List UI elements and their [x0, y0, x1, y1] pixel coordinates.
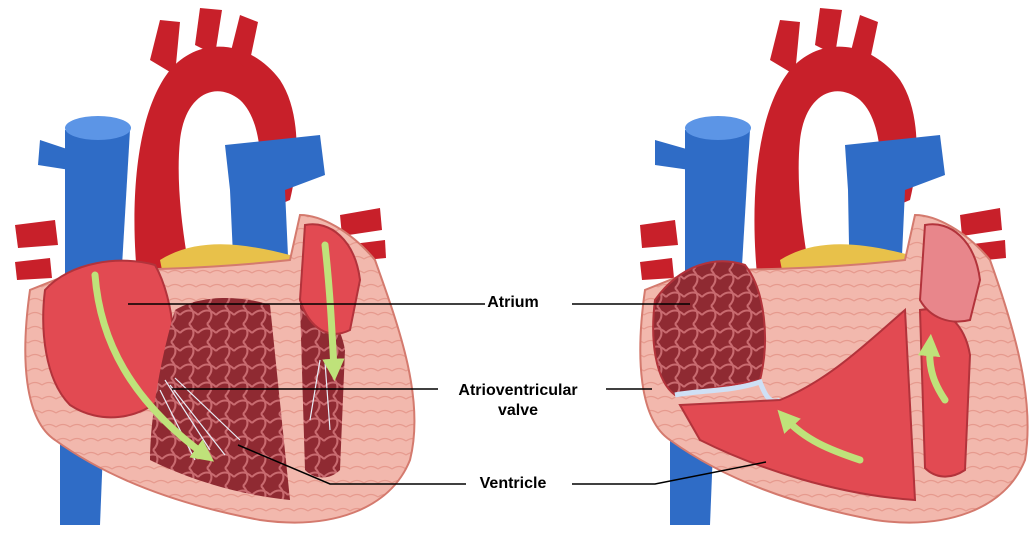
pulmonary-vessel — [640, 220, 678, 248]
pulmonary-vessel — [340, 208, 382, 236]
ventricle-label: Ventricle — [458, 474, 568, 494]
atrioventricular-valve-label: Atrioventricular valve — [428, 381, 608, 421]
right-heart-illustration — [640, 8, 1028, 525]
pulmonary-vessel — [15, 258, 52, 280]
vein-branch — [655, 140, 690, 170]
pulmonary-vessel — [15, 220, 58, 248]
aorta-branch — [770, 20, 800, 75]
av-label-line2: valve — [428, 401, 608, 421]
av-label-line1: Atrioventricular — [428, 381, 608, 401]
aorta-branch — [150, 20, 180, 75]
atrium-label: Atrium — [458, 293, 568, 313]
ventricle-chamber — [920, 309, 970, 476]
vena-cava-opening — [685, 116, 751, 140]
left-heart-illustration — [15, 8, 415, 525]
vena-cava-opening — [65, 116, 131, 140]
atrium-chamber — [920, 224, 980, 321]
pulmonary-vessel — [640, 258, 674, 280]
pulmonary-vessel — [960, 208, 1002, 236]
